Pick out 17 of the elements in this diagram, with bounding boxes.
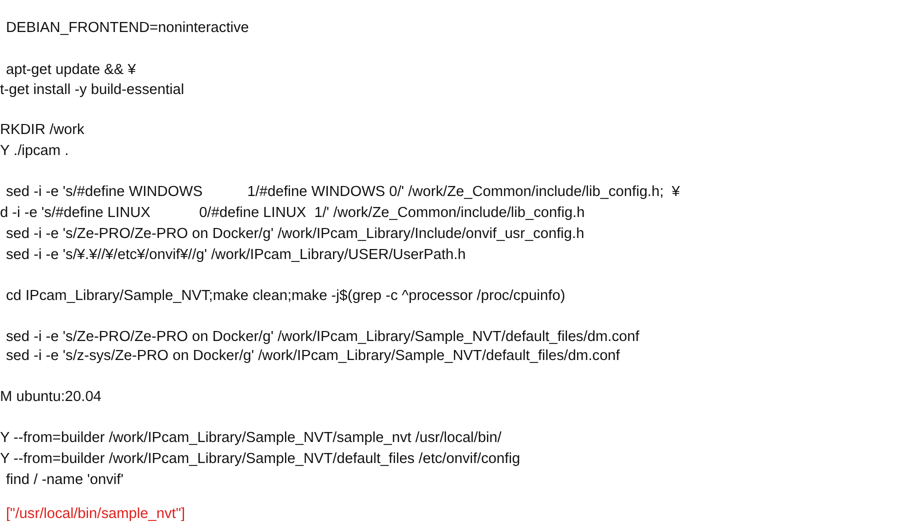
code-line: Y ./ipcam . bbox=[0, 143, 69, 160]
code-line: find / -name 'onvif' bbox=[6, 472, 124, 489]
code-line: Y --from=builder /work/IPcam_Library/Sample_NVT/default_files /etc/onvif/config bbox=[0, 451, 520, 468]
code-line: RKDIR /work bbox=[0, 122, 84, 139]
code-line: DEBIAN_FRONTEND=noninteractive bbox=[6, 20, 249, 37]
code-line: sed -i -e 's/z-sys/Ze-PRO on Docker/g' /work/IPcam_Library/Sample_NVT/default_files/dm.conf bbox=[6, 348, 620, 365]
code-line: sed -i -e 's/¥.¥//¥/etc¥/onvif¥//g' /work/IPcam_Library/USER/UserPath.h bbox=[6, 247, 466, 264]
code-line: cd IPcam_Library/Sample_NVT;make clean;make -j$(grep -c ^processor /proc/cpuinfo) bbox=[6, 288, 566, 305]
code-line: sed -i -e 's/#define WINDOWS 1/#define WINDOWS 0/' /work/Ze_Common/include/lib_config.h; ¥ bbox=[6, 184, 680, 201]
code-line: Y --from=builder /work/IPcam_Library/Sample_NVT/sample_nvt /usr/local/bin/ bbox=[0, 430, 502, 447]
code-line: ["/usr/local/bin/sample_nvt"] bbox=[6, 506, 186, 523]
code-line: d -i -e 's/#define LINUX 0/#define LINUX 1/' /work/Ze_Common/include/lib_config.h bbox=[0, 205, 585, 222]
code-line: sed -i -e 's/Ze-PRO/Ze-PRO on Docker/g' /work/IPcam_Library/Sample_NVT/default_files/dm.conf bbox=[6, 329, 640, 346]
code-line: apt-get update && ¥ bbox=[6, 62, 136, 79]
code-line: t-get install -y build-essential bbox=[0, 82, 184, 99]
code-line: M ubuntu:20.04 bbox=[0, 389, 102, 406]
code-line: sed -i -e 's/Ze-PRO/Ze-PRO on Docker/g' /work/IPcam_Library/Include/onvif_usr_config.h bbox=[6, 226, 584, 243]
